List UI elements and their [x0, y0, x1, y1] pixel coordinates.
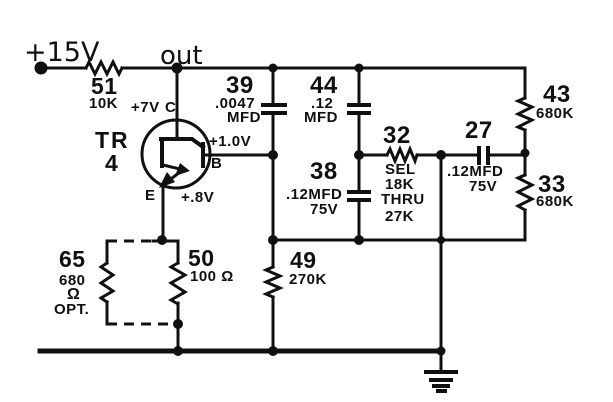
- resistor-49-symbol: [262, 265, 284, 299]
- supply-terminal-dot: [34, 61, 48, 75]
- emitter-terminal-label: E: [145, 187, 156, 204]
- resistor-43-symbol: [514, 96, 536, 132]
- junction-dot: [268, 63, 278, 73]
- c44-value: .12: [311, 95, 334, 112]
- junction-dot: [173, 319, 183, 329]
- c39-value: .0047: [215, 95, 256, 112]
- c27-value: .12MFD: [447, 163, 504, 180]
- c44-unit: MFD: [304, 109, 338, 126]
- r32-value-line3: THRU: [381, 191, 425, 208]
- transistor-number: 4: [105, 150, 119, 176]
- collector-voltage-label: +7V: [131, 99, 160, 116]
- junction-dot: [520, 148, 530, 158]
- junction-dot: [173, 346, 183, 356]
- base-node-dot: [268, 150, 278, 160]
- c39-unit: MFD: [227, 109, 261, 126]
- c27-ref: 27: [465, 117, 493, 144]
- r33-ref: 33: [538, 171, 566, 198]
- junction-dot: [436, 150, 446, 160]
- c38-value: .12MFD: [286, 186, 343, 203]
- junction-dot: [354, 63, 364, 73]
- junction-dot: [437, 236, 445, 244]
- output-node-dot: [171, 62, 183, 74]
- r43-value: 680K: [536, 105, 574, 122]
- junction-dot: [354, 150, 364, 160]
- r49-ref: 49: [290, 247, 317, 273]
- r32-ref: 32: [383, 122, 411, 149]
- resistor-32-symbol: [384, 145, 419, 166]
- output-label: out: [160, 41, 203, 71]
- base-terminal-label: B: [211, 155, 223, 172]
- r65-unit: Ω: [67, 286, 81, 303]
- resistor-33-symbol: [514, 173, 536, 213]
- r51-value: 10K: [89, 95, 119, 112]
- r50-ref: 50: [188, 245, 215, 271]
- collector-terminal-label: C: [165, 99, 177, 116]
- transistor-emitter-arrow-icon: [159, 172, 175, 188]
- r65-value: 680: [59, 272, 86, 289]
- junction-dot: [436, 346, 446, 356]
- resistor-50-symbol: [167, 260, 189, 307]
- junction-dot: [354, 235, 364, 245]
- c27-rating: 75V: [469, 178, 498, 195]
- r65-ref: 65: [59, 246, 86, 272]
- supply-voltage-label: +15V: [24, 37, 100, 68]
- c38-ref: 38: [310, 158, 338, 185]
- transistor-top-bar: [159, 137, 206, 150]
- r32-value-line1: SEL: [385, 161, 416, 178]
- resistor-65-symbol: [98, 260, 116, 305]
- r32-value-line4: 27K: [385, 208, 415, 225]
- emitter-voltage-label: +.8V: [181, 189, 215, 206]
- junction-dot: [268, 346, 278, 356]
- c39-ref: 39: [226, 72, 254, 99]
- r33-value: 680K: [536, 193, 574, 210]
- c38-rating: 75V: [310, 201, 339, 218]
- r51-ref: 51: [91, 73, 118, 99]
- c44-ref: 44: [310, 72, 338, 99]
- r32-value-line2: 18K: [385, 176, 415, 193]
- base-voltage-label: +1.0V: [209, 133, 252, 150]
- emitter-node-dot: [157, 235, 167, 245]
- wire-top-rail: [120, 66, 527, 100]
- junction-dot: [268, 235, 278, 245]
- r49-value: 270K: [289, 271, 327, 288]
- r43-ref: 43: [543, 81, 571, 108]
- r65-note: OPT.: [54, 301, 90, 318]
- transistor-ref: TR: [95, 127, 130, 153]
- r50-value: 100 Ω: [190, 268, 234, 285]
- resistor-51-symbol: [83, 58, 125, 78]
